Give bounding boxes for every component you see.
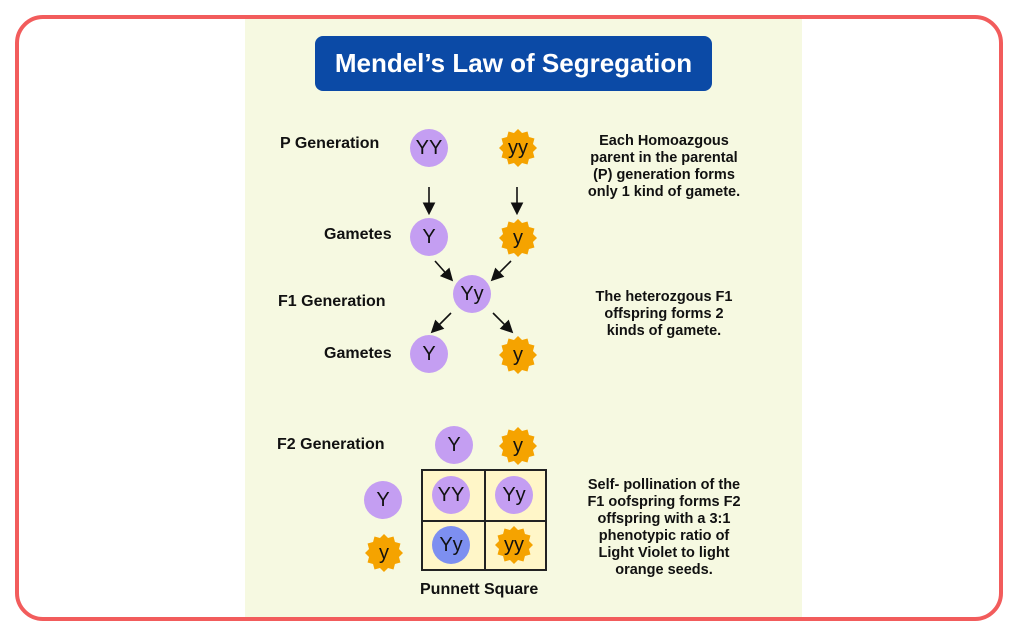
g1-violet-seed: Y	[410, 218, 448, 256]
f1-seed: Yy	[453, 275, 491, 313]
arrows-layer	[422, 187, 524, 334]
arrow-g1-violet-to-f1	[434, 260, 454, 282]
f2-left-orange-label: y	[379, 541, 389, 564]
p-generation-note: Each Homoazgous parent in the parental (…	[564, 133, 764, 201]
g2-orange-seed: y	[498, 335, 538, 375]
f2-note-line: phenotypic ratio of	[598, 528, 730, 544]
p-orange-label: yy	[508, 136, 528, 159]
p-violet-seed: YY	[410, 129, 448, 167]
orange-seed-icon	[499, 129, 537, 167]
starburst-shape	[495, 526, 533, 564]
punnett-cell-orange-label: yy	[504, 533, 524, 556]
f2-note-line: offspring with a 3:1	[597, 511, 731, 527]
p-orange-seed: yy	[498, 128, 538, 168]
f2-note-line: F1 oofspring forms F2	[587, 494, 741, 510]
f2-left-orange-seed: y	[364, 533, 404, 573]
starburst-shape	[499, 336, 537, 374]
starburst-shape	[365, 534, 403, 572]
g2-violet-seed: Y	[410, 335, 448, 373]
gametes-label-1: Gametes	[324, 226, 392, 243]
p-generation-label: P Generation	[280, 135, 380, 152]
orange-seed-icon	[365, 534, 403, 572]
p-note-line: Each Homoazgous	[599, 133, 729, 149]
f2-top-orange-label: y	[513, 434, 523, 457]
f2-generation-label: F2 Generation	[277, 436, 385, 453]
starburst-shape	[499, 129, 537, 167]
punnett-square-label: Punnett Square	[420, 581, 539, 598]
f2-note-line: Self- pollination of the	[587, 477, 741, 493]
arrow-f1-to-g2-violet	[430, 312, 452, 334]
punnett-cell-yy-orange: yy	[494, 525, 534, 565]
g2-orange-label: y	[513, 343, 523, 366]
f1-note-line: offspring forms 2	[604, 306, 724, 322]
f2-note-line: Light Violet to light	[598, 545, 730, 561]
arrow-g1-orange-to-f1	[490, 260, 512, 282]
f2-top-violet-seed: Y	[435, 426, 473, 464]
g1-orange-seed: y	[498, 218, 538, 258]
f1-generation-note: The heterozgous F1 offspring forms 2 kin…	[574, 289, 754, 340]
f1-note-line: The heterozgous F1	[595, 289, 733, 305]
f2-left-violet-seed: Y	[364, 481, 402, 519]
orange-seed-icon	[499, 427, 537, 465]
punnett-cell-yy-hetero-2: Yy	[432, 526, 470, 564]
f2-top-orange-seed: y	[498, 426, 538, 466]
diagram-title: Mendel’s Law of Segregation	[315, 36, 712, 91]
f2-note-line: orange seeds.	[615, 562, 713, 578]
f2-generation-note: Self- pollination of the F1 oofspring fo…	[564, 477, 764, 579]
g1-orange-label: y	[513, 226, 523, 249]
f1-generation-label: F1 Generation	[278, 293, 386, 310]
starburst-shape	[499, 219, 537, 257]
f1-note-line: kinds of gamete.	[606, 323, 722, 339]
punnett-divider-horizontal	[423, 520, 545, 522]
arrow-f1-to-g2-orange	[492, 312, 514, 334]
p-note-line: only 1 kind of gamete.	[587, 184, 741, 200]
starburst-shape	[499, 427, 537, 465]
p-note-line: parent in the parental	[590, 150, 738, 166]
gametes-label-2: Gametes	[324, 345, 392, 362]
diagram-frame: Mendel’s Law of Segregation P Generation…	[15, 15, 1003, 621]
orange-seed-icon	[499, 219, 537, 257]
orange-seed-icon	[499, 336, 537, 374]
p-note-line: (P) generation forms	[593, 167, 735, 183]
punnett-cell-yy-hetero-1: Yy	[495, 476, 533, 514]
orange-seed-icon	[495, 526, 533, 564]
punnett-cell-yy-violet: YY	[432, 476, 470, 514]
